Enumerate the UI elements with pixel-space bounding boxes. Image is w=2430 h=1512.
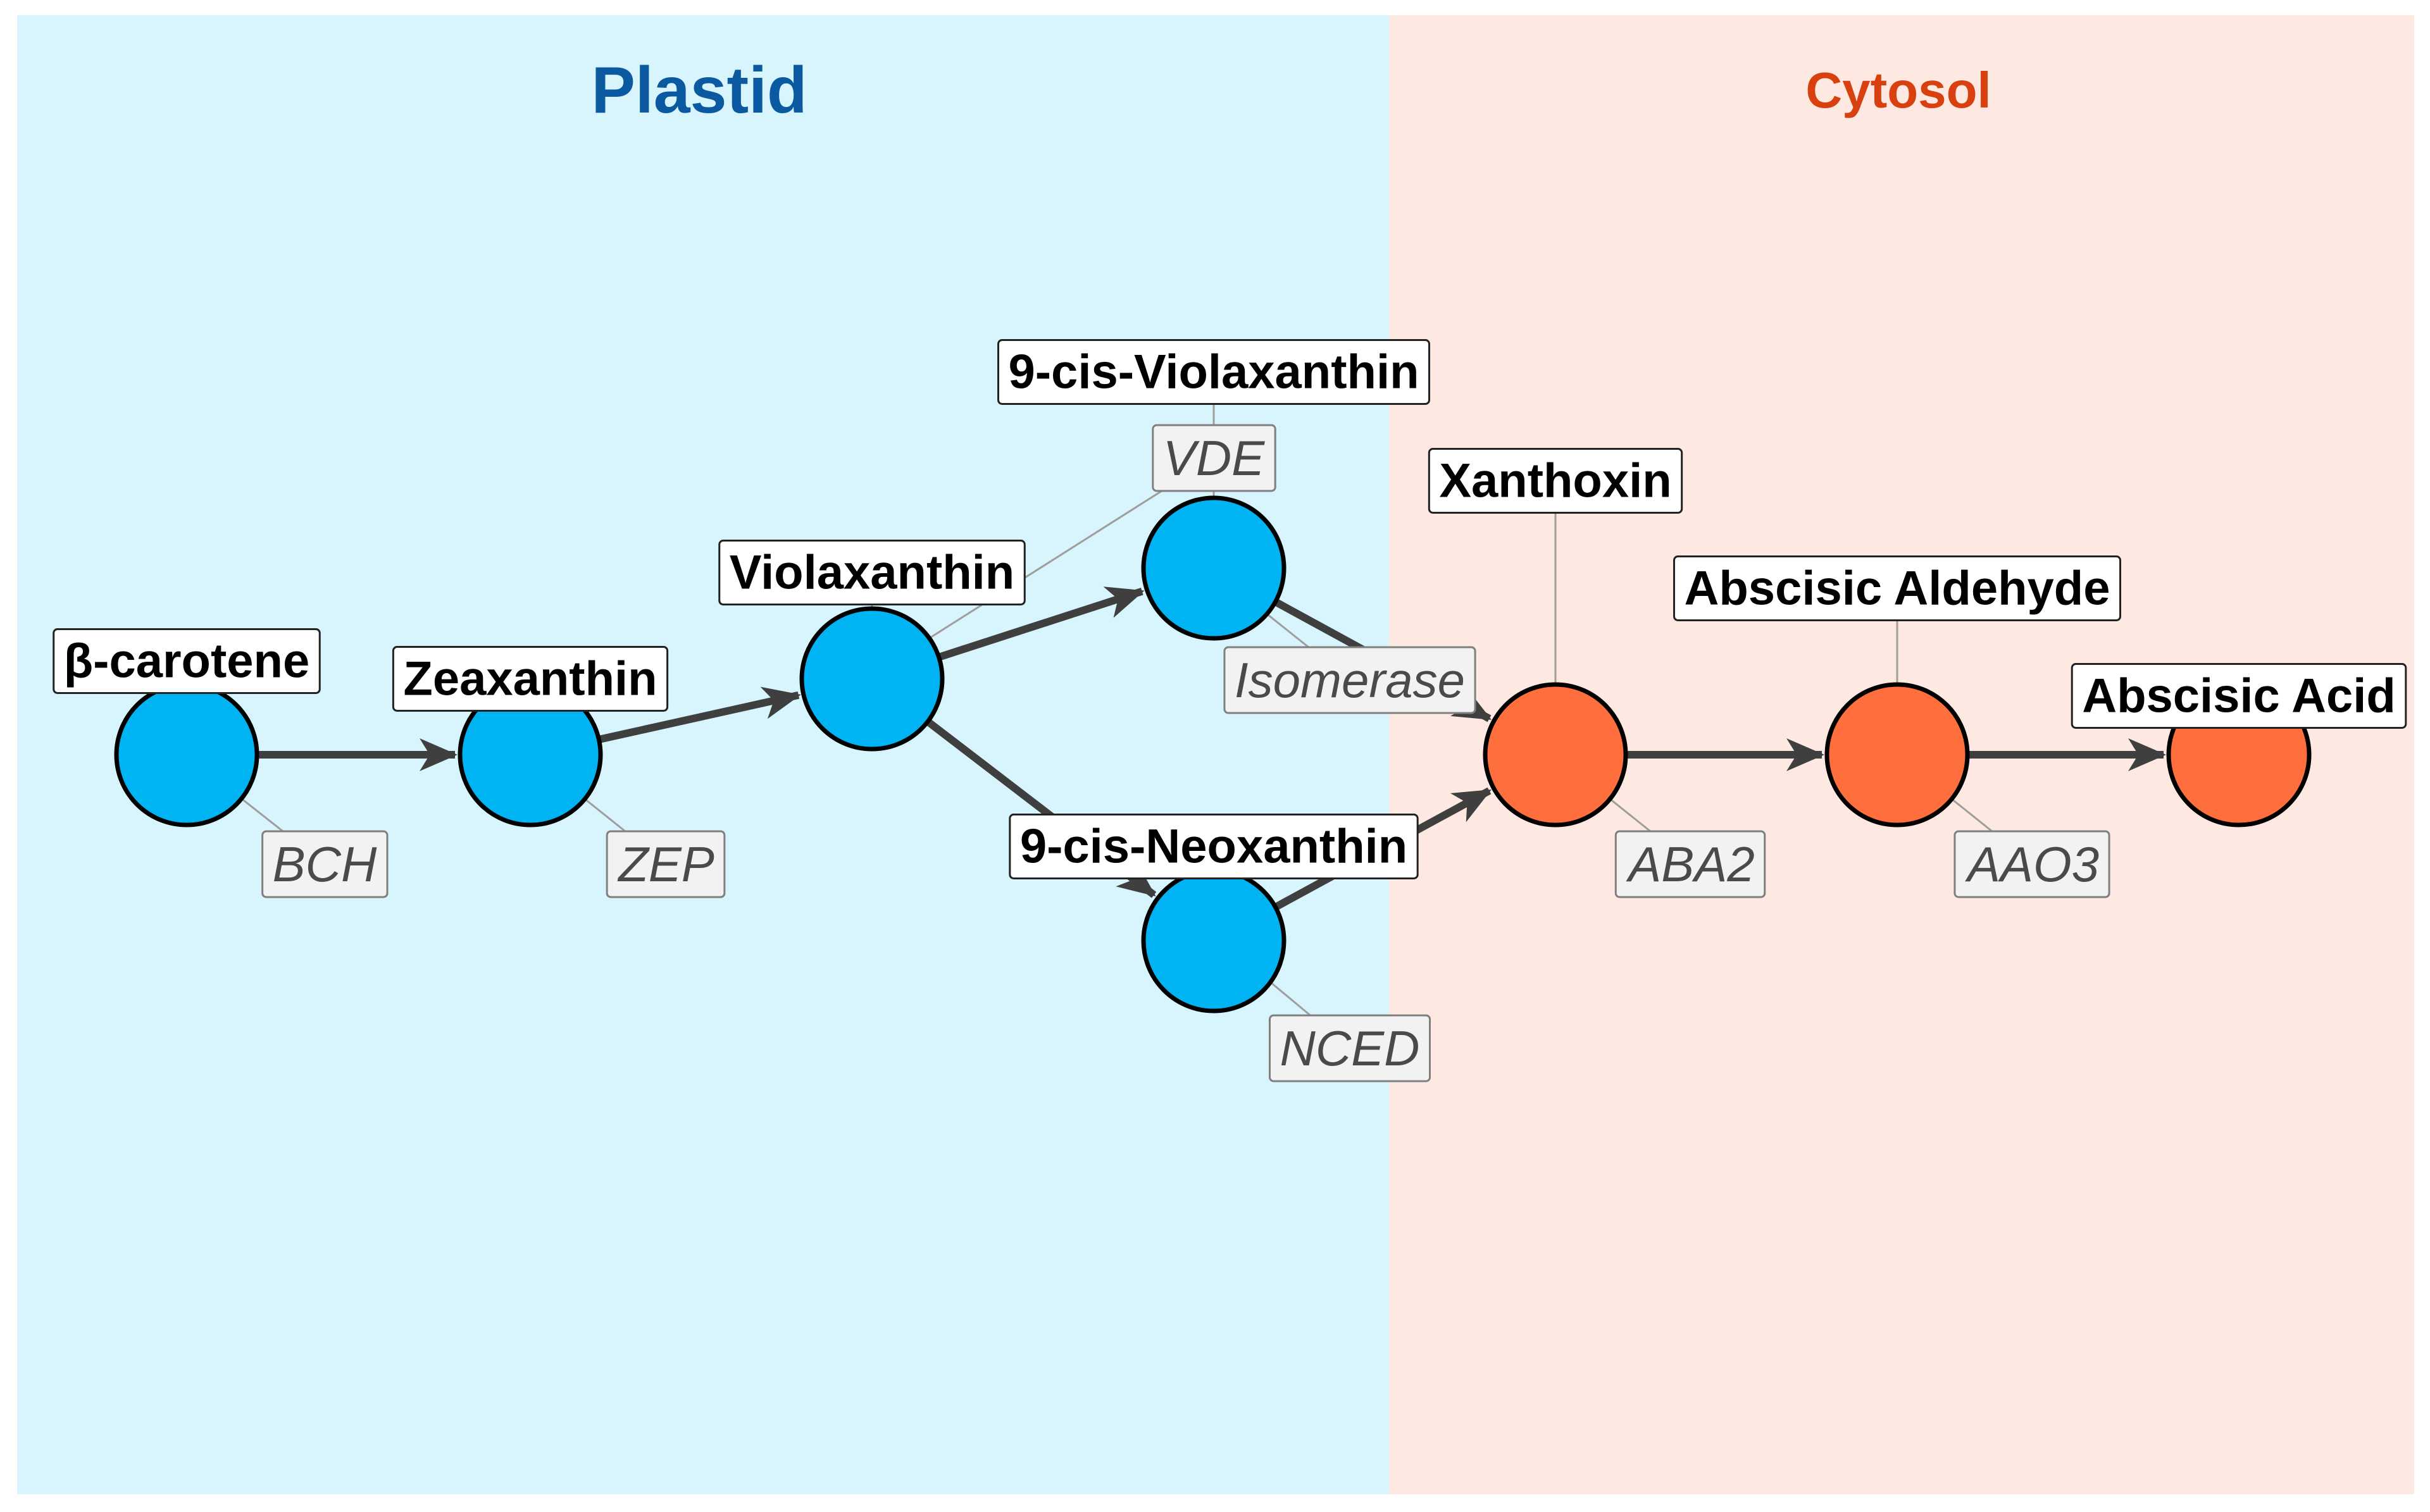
- cytosol-label: Cytosol: [1805, 62, 1991, 118]
- enzyme-aba2-box: [1614, 830, 1766, 898]
- label-abscisic_aldehyde-text: Abscisic Aldehyde: [1685, 562, 2110, 616]
- enzyme-aao3-text: AAO3: [1965, 836, 2099, 892]
- enzyme-aao3: AAO3: [1953, 830, 2110, 898]
- node-cis_violaxanthin: [1141, 495, 1287, 641]
- label-bcarotene-text: β-carotene: [64, 635, 310, 688]
- node-abscisic_aldehyde: [1824, 682, 1970, 827]
- label-abscisic_acid-box: [2071, 663, 2407, 729]
- enzyme-zep: ZEP: [606, 830, 726, 898]
- node-xanthoxin: [1483, 682, 1628, 827]
- leader-vde: [875, 457, 1214, 674]
- enzyme-vde-text: VDE: [1163, 430, 1265, 486]
- label-cis_neoxanthin-text: 9-cis-Neoxanthin: [1020, 820, 1407, 874]
- enzyme-zep-text: ZEP: [617, 836, 714, 892]
- label-cis_violaxanthin: 9-cis-Violaxanthin: [997, 339, 1431, 405]
- node-cis_neoxanthin: [1141, 868, 1287, 1013]
- enzyme-zep-box: [606, 830, 726, 898]
- label-cis_violaxanthin-box: [997, 339, 1431, 405]
- label-zeaxanthin-text: Zeaxanthin: [403, 652, 657, 706]
- label-zeaxanthin-box: [392, 646, 669, 712]
- node-violaxanthin: [799, 606, 945, 752]
- label-abscisic_aldehyde: Abscisic Aldehyde: [1673, 555, 2121, 621]
- enzyme-nced: NCED: [1268, 1014, 1431, 1082]
- enzyme-isomerase: Isomerase: [1223, 646, 1476, 714]
- label-bcarotene: β-carotene: [53, 628, 321, 694]
- enzyme-bch-text: BCH: [273, 836, 377, 892]
- label-cis_neoxanthin-box: [1009, 814, 1419, 879]
- enzyme-nced-box: [1268, 1014, 1431, 1082]
- enzyme-isomerase-box: [1223, 646, 1476, 714]
- label-xanthoxin: Xanthoxin: [1428, 448, 1683, 514]
- label-abscisic_acid-text: Abscisic Acid: [2082, 669, 2396, 723]
- label-zeaxanthin: Zeaxanthin: [392, 646, 669, 712]
- label-cis_violaxanthin-text: 9-cis-Violaxanthin: [1008, 345, 1419, 399]
- plastid-label: Plastid: [592, 54, 807, 127]
- label-abscisic_aldehyde-box: [1673, 555, 2121, 621]
- label-cis_neoxanthin: 9-cis-Neoxanthin: [1009, 814, 1419, 879]
- label-bcarotene-box: [53, 628, 321, 694]
- enzyme-vde: VDE: [1152, 424, 1276, 492]
- enzyme-vde-box: [1152, 424, 1276, 492]
- label-violaxanthin-text: Violaxanthin: [730, 546, 1014, 600]
- label-xanthoxin-text: Xanthoxin: [1439, 454, 1671, 508]
- enzyme-bch-box: [261, 830, 389, 898]
- label-xanthoxin-box: [1428, 448, 1683, 514]
- label-violaxanthin: Violaxanthin: [718, 540, 1026, 605]
- label-violaxanthin-box: [718, 540, 1026, 605]
- arrow-zeaxanthin-to-violaxanthin: [599, 686, 801, 743]
- enzyme-aba2-text: ABA2: [1626, 836, 1754, 892]
- enzyme-isomerase-text: Isomerase: [1235, 652, 1465, 708]
- label-abscisic_acid: Abscisic Acid: [2071, 663, 2407, 729]
- enzyme-aao3-box: [1953, 830, 2110, 898]
- metabolite-labels: β-carotene Zeaxanthin Violaxanthin 9-cis-Vi…: [53, 339, 2407, 879]
- arrow-violaxanthin-to-cis_violaxanthin: [938, 586, 1145, 660]
- node-bcarotene: [114, 682, 259, 827]
- enzyme-bch: BCH: [261, 830, 389, 898]
- enzyme-aba2: ABA2: [1614, 830, 1766, 898]
- enzyme-nced-text: NCED: [1280, 1020, 1419, 1076]
